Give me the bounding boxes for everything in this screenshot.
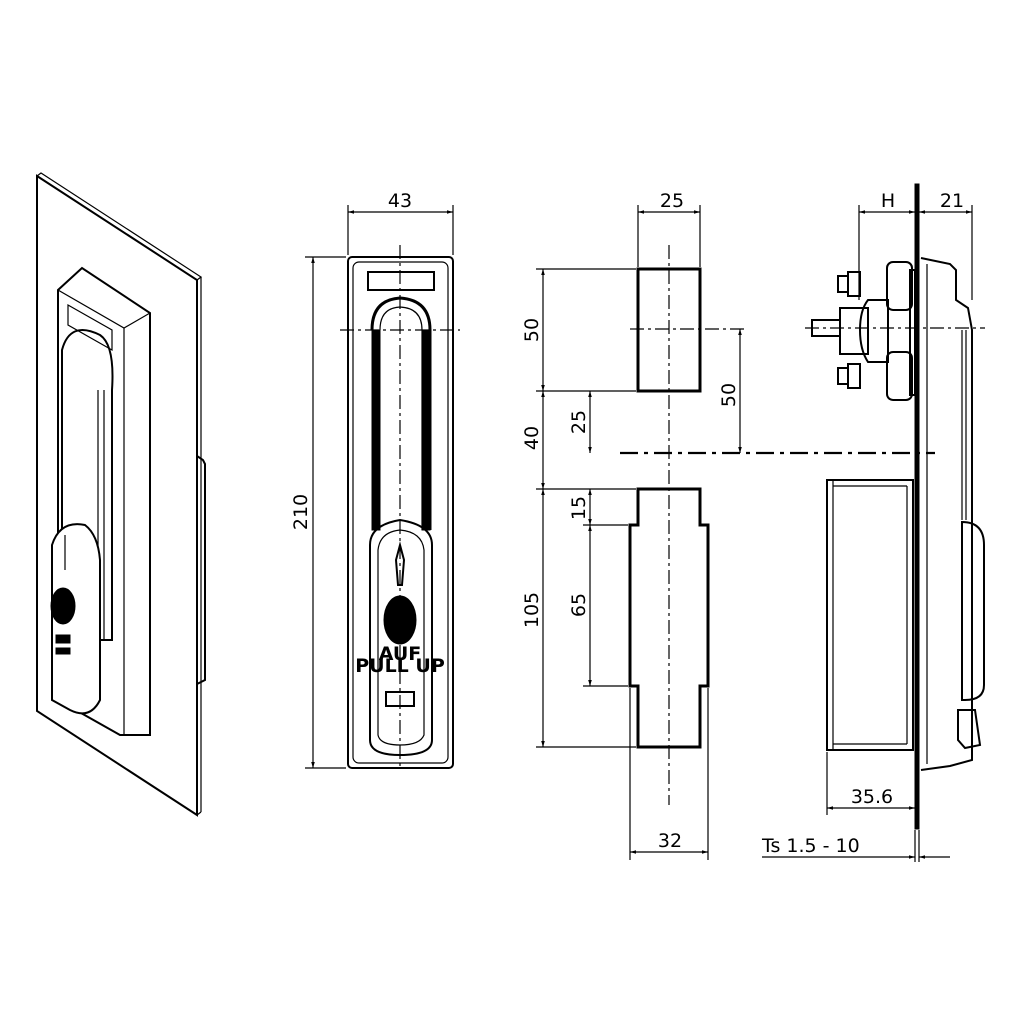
dim-height-210: 210 (290, 494, 312, 530)
dim-slot-65: 65 (568, 593, 590, 617)
dim-bottom-height-105: 105 (521, 592, 543, 628)
dim-h: H (881, 190, 895, 212)
dim-thickness-ts: Ts 1.5 - 10 (761, 835, 860, 857)
front-view: AUF PULL UP 43 210 (290, 190, 460, 770)
dim-top-height-50: 50 (521, 318, 543, 342)
dim-notch-15: 15 (568, 496, 590, 520)
dim-bottom-width-32: 32 (658, 830, 682, 852)
dim-width-43: 43 (388, 190, 412, 212)
dim-gap-40: 40 (521, 426, 543, 450)
dim-offset-50: 50 (718, 383, 740, 407)
side-view: H 21 35.6 Ts 1.5 - 10 (761, 183, 985, 862)
isometric-view (35, 172, 206, 817)
dim-body-depth-35-6: 35.6 (851, 786, 893, 808)
dim-offset-25: 25 (568, 410, 590, 434)
dim-depth-21: 21 (940, 190, 964, 212)
cutout-view: 25 50 40 25 50 105 15 65 32 (521, 190, 935, 860)
dim-top-width-25: 25 (660, 190, 684, 212)
